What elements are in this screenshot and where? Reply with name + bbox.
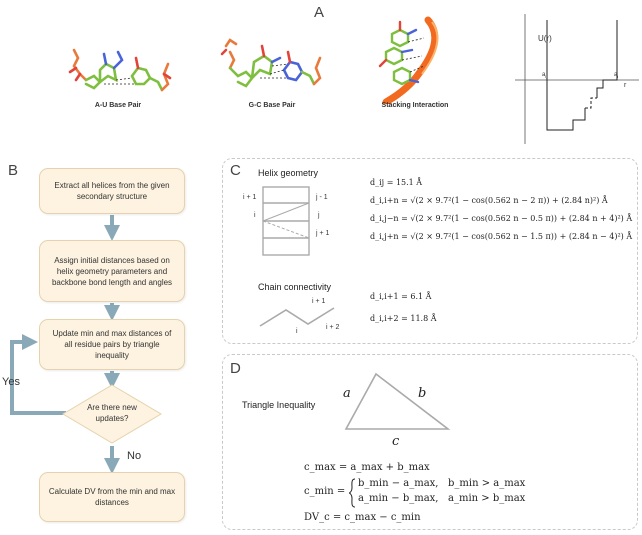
potential-x-label: r [624,82,627,89]
triangle-side-c: c [392,434,400,449]
helix-label-i: i [254,212,256,219]
chain-eq-i-plus-1: d_i,i+1 = 6.1 Å [370,292,432,301]
potential-tick-right-text: a [614,72,618,78]
gc-base-pair-label: G-C Base Pair [248,102,296,109]
triangle-side-b: b [418,386,427,401]
potential-plot [515,14,639,144]
helix-geometry-title: Helix geometry [258,168,319,178]
chain-eq-i-plus-2: d_i,i+2 = 11.8 Å [370,314,437,323]
eq-cmin-case-1: b_min − a_max, b_min > a_max [358,478,526,489]
au-base-pair-label: A-U Base Pair [94,102,142,109]
helix-eq-dij: d_ij = 15.1 Å [370,178,423,187]
step-assign-distances: Assign initial distances based on helix … [39,240,185,302]
yes-label: Yes [2,376,20,388]
panel-b-letter: B [8,162,19,179]
eq-dv: DV_c = c_max − c_min [304,512,421,523]
potential-tick-right: ai [614,72,618,79]
flowchart-arrows [10,215,120,474]
step-update-triangle: Update min and max distances of all resi… [39,319,185,370]
eq-cmax: c_max = a_max + b_max [304,462,430,473]
helix-label-i-plus-1: i + 1 [243,194,257,201]
triangle-inequality-title: Triangle Inequality [242,400,316,410]
chain-label-i-plus-1: i + 1 [312,298,326,305]
decision-text: Are there new updates? [87,403,137,423]
triangle-diagram [344,372,451,430]
helix-eq-di-j-plus-n: d_i,j+n = √(2 × 9.7²(1 − cos(0.562 n − 1… [370,232,633,241]
helix-eq-di-i-plus-n: d_i,i+n = √(2 × 9.7²(1 − cos(0.562 n − 2… [370,196,608,205]
eq-cmin-prefix: c_min = [304,486,346,497]
chain-label-i-plus-2: i + 2 [326,324,340,331]
stacking-interaction-image [378,16,439,104]
step-extract-helices: Extract all helices from the given secon… [39,168,185,214]
gc-base-pair-image [220,38,322,88]
potential-y-label: U(r) [538,34,552,43]
helix-label-j: j [318,212,320,219]
panel-c-letter: C [230,162,241,179]
helix-geometry-diagram [262,186,310,256]
potential-tick-right-sub: i [617,74,619,80]
chain-connectivity-diagram [259,307,335,327]
panel-a-letter: A [314,4,325,21]
no-label: No [127,450,142,462]
helix-label-j-plus-1: j + 1 [316,230,330,237]
step-calculate-dv: Calculate DV from the min and max distan… [39,472,185,522]
stacking-interaction-label: Stacking Interaction [381,102,449,109]
decision-diamond [62,384,162,444]
potential-tick-left-sub: ij [545,74,548,80]
helix-label-j-minus-1: j - 1 [316,194,328,201]
chain-label-i: i [296,328,298,335]
panel-c [222,158,638,344]
au-base-pair-image [68,48,172,92]
potential-tick-left-text: a [542,72,546,78]
panel-d [222,354,638,530]
cmin-brace [348,478,356,508]
potential-tick-left: aij [542,72,547,79]
chain-connectivity-title: Chain connectivity [258,282,332,292]
triangle-side-a: a [343,386,351,401]
eq-cmin-case-2: a_min − b_max, a_min > b_max [358,493,526,504]
helix-eq-di-j-minus-n: d_i,j−n = √(2 × 9.7²(1 − cos(0.562 n − 0… [370,214,633,223]
panel-d-letter: D [230,360,241,377]
